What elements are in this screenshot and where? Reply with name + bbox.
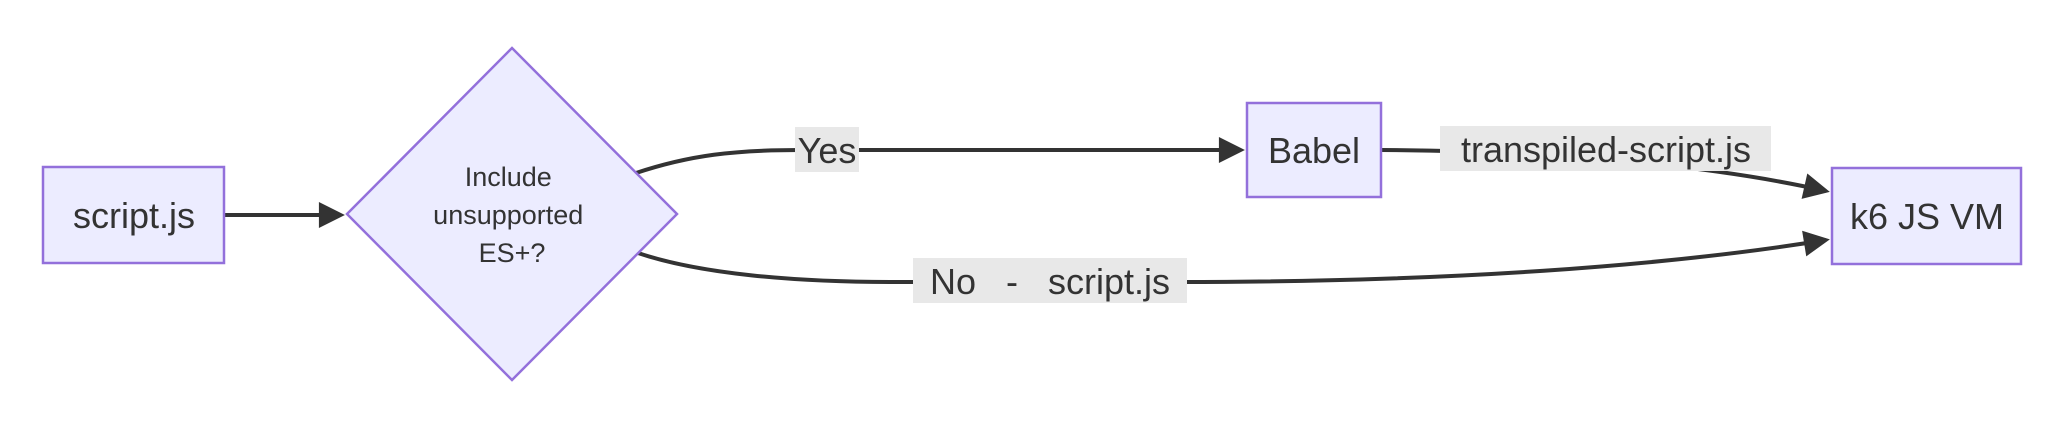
node-script-js: script.js xyxy=(41,165,226,265)
node-k6-js-vm-label: k6 JS VM xyxy=(1850,196,2004,237)
node-babel-label: Babel xyxy=(1268,130,1360,171)
node-decision-label-line-3: ES+? xyxy=(479,238,546,268)
node-babel: Babel xyxy=(1245,101,1383,199)
node-decision-diamond: Include unsupported ES+? xyxy=(345,46,679,382)
edge-decision-to-k6vm xyxy=(637,230,1830,284)
node-k6-js-vm-box xyxy=(1830,166,2023,266)
edge-label-no-script-text: No - script.js xyxy=(930,261,1170,302)
node-script-js-box xyxy=(41,165,226,265)
node-decision-diamond-shape xyxy=(345,46,679,382)
node-babel-box xyxy=(1245,101,1383,199)
node-decision-label-line-1: Include xyxy=(465,162,552,192)
edge-label-transpiled-script-background xyxy=(1440,126,1771,171)
edge-label-transpiled-script: transpiled-script.js xyxy=(1440,126,1771,171)
edge-label-yes-background xyxy=(795,127,859,172)
edge-label-no-script: No - script.js xyxy=(913,258,1187,303)
node-k6-js-vm: k6 JS VM xyxy=(1830,166,2023,266)
node-script-js-label: script.js xyxy=(73,195,195,236)
edge-decision-to-babel xyxy=(635,137,1245,175)
edge-label-no-script-background xyxy=(913,258,1187,303)
node-decision-label: Include unsupported ES+? xyxy=(433,162,591,268)
edge-label-yes-text: Yes xyxy=(798,130,857,171)
edge-label-yes: Yes xyxy=(795,127,859,172)
node-decision-label-line-2: unsupported xyxy=(433,200,583,230)
edge-label-transpiled-script-text: transpiled-script.js xyxy=(1461,129,1751,170)
